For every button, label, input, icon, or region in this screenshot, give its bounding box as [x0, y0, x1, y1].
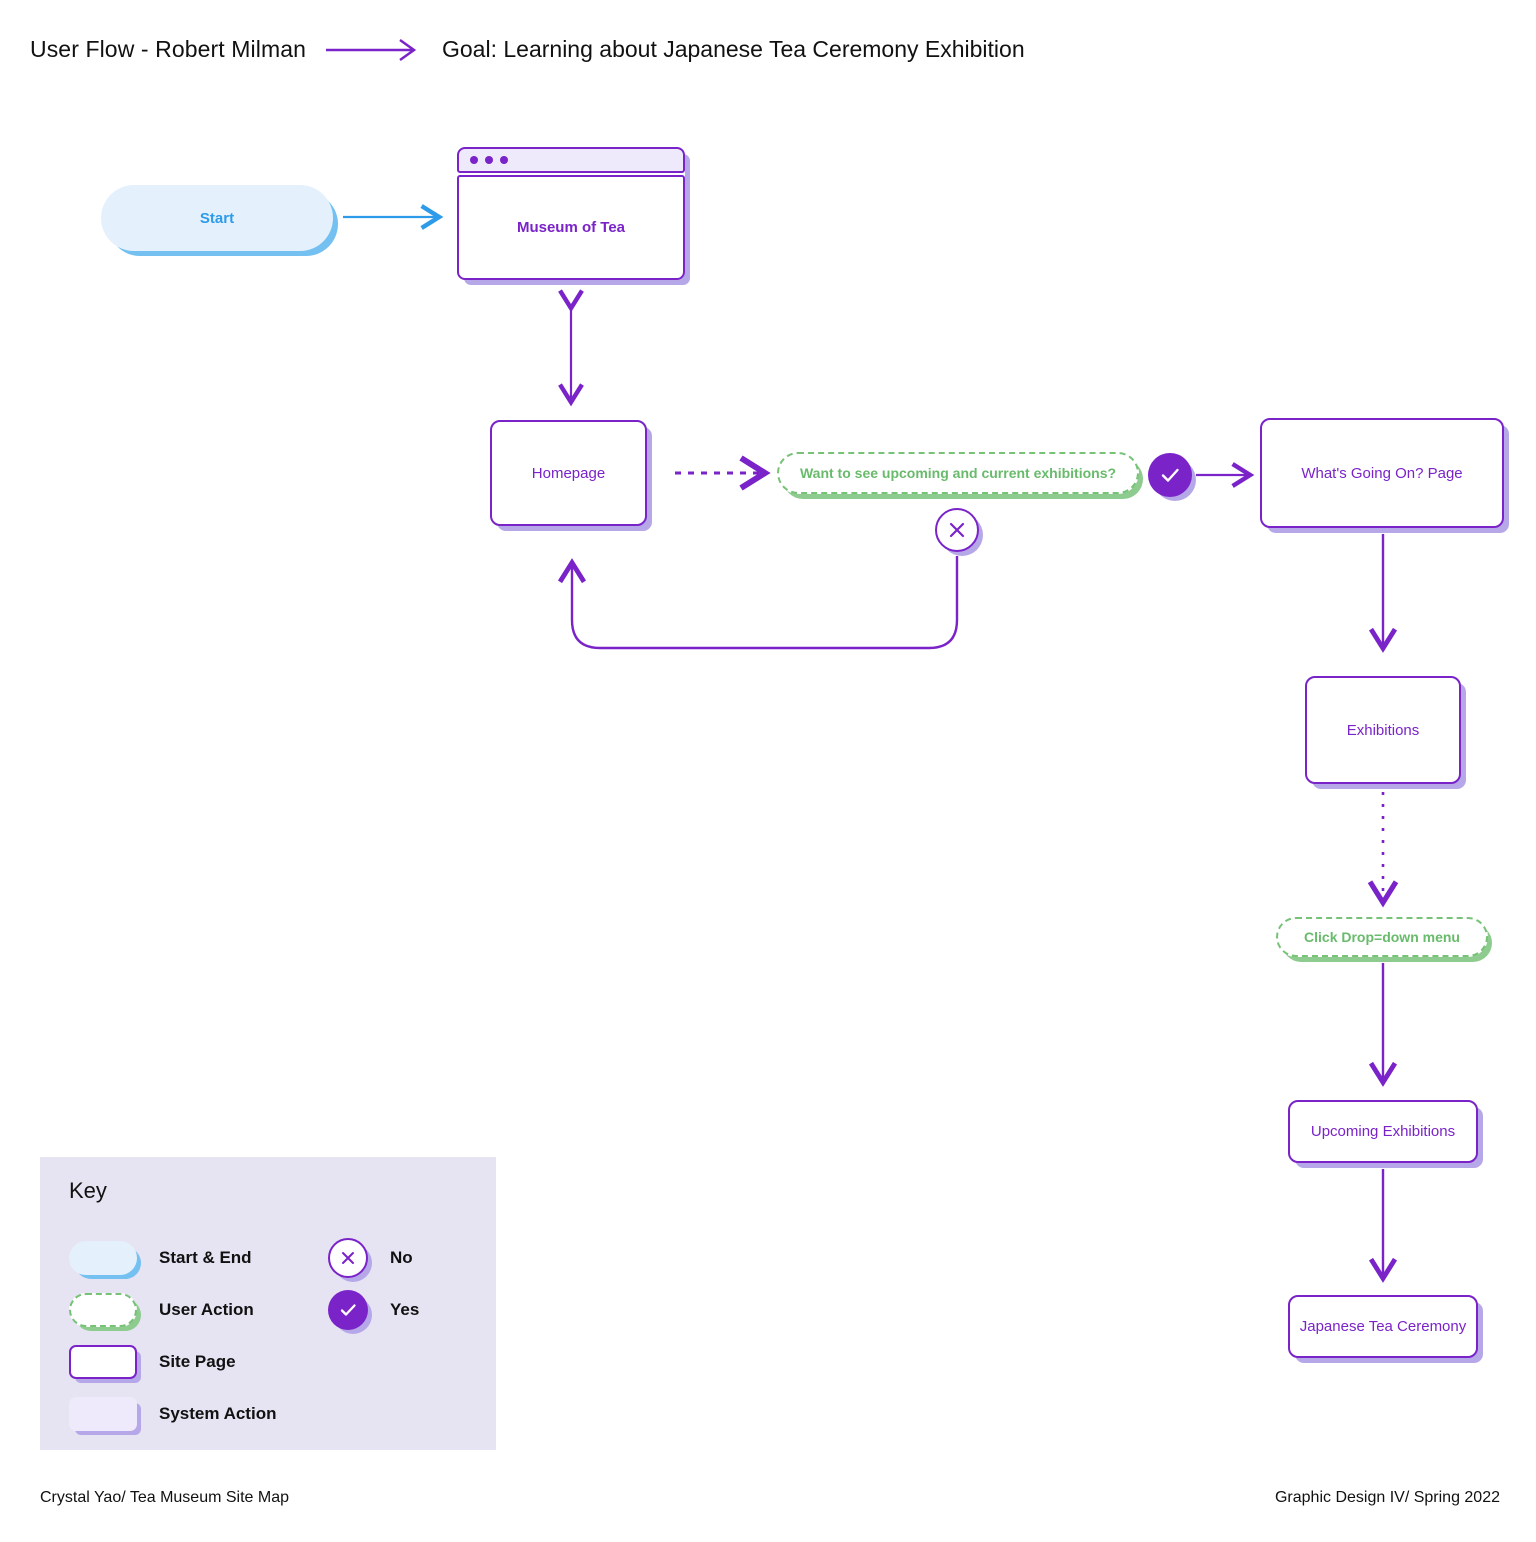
key-label-site-page: Site Page [159, 1352, 236, 1371]
node-upcoming-exhibitions-label: Upcoming Exhibitions [1310, 1123, 1456, 1140]
arrow-right-icon [326, 38, 417, 61]
diagram-header: User Flow - Robert Milman Goal: Learning… [30, 36, 1025, 63]
footer-right-text: Graphic Design IV/ Spring 2022 [1274, 1489, 1500, 1506]
x-icon [949, 522, 965, 538]
node-click-dropdown-label: Click Drop=down menu [1304, 929, 1460, 945]
check-icon [1161, 468, 1179, 482]
page-title: User Flow - Robert Milman [30, 36, 306, 62]
user-action-swatch [69, 1293, 137, 1327]
node-museum-of-tea-window[interactable]: Museum of Tea [457, 147, 685, 280]
site-page-swatch [69, 1345, 137, 1379]
node-click-dropdown[interactable]: Click Drop=down menu [1276, 917, 1488, 957]
system-action-swatch [69, 1397, 137, 1431]
key-row-system-action: System Action [69, 1388, 276, 1440]
browser-dot-icon [500, 156, 508, 164]
key-label-system-action: System Action [159, 1404, 277, 1423]
x-icon [342, 1252, 354, 1264]
connector-no-loopback [557, 556, 959, 650]
browser-dot-icon [485, 156, 493, 164]
goal-text: Goal: Learning about Japanese Tea Ceremo… [442, 36, 1025, 62]
footer-left-text: Crystal Yao/ Tea Museum Site Map [40, 1489, 289, 1506]
browser-content: Museum of Tea [457, 175, 685, 280]
browser-title-bar [457, 147, 685, 173]
key-label-start-end: Start & End [159, 1248, 252, 1267]
key-shapes-column: Start & End User Action Site Page System… [69, 1232, 276, 1440]
key-row-yes: Yes [328, 1284, 419, 1336]
decision-yes-badge[interactable] [1148, 453, 1192, 497]
check-icon [340, 1304, 356, 1316]
node-exhibitions[interactable]: Exhibitions [1305, 676, 1461, 784]
key-no-badge [328, 1238, 368, 1278]
node-exhibitions-label: Exhibitions [1346, 721, 1420, 739]
key-label-user-action: User Action [159, 1300, 254, 1319]
key-yes-badge [328, 1290, 368, 1330]
key-row-site-page: Site Page [69, 1336, 276, 1388]
node-homepage[interactable]: Homepage [490, 420, 647, 526]
node-japanese-tea-ceremony[interactable]: Japanese Tea Ceremony [1288, 1295, 1478, 1358]
key-decisions-column: No Yes [328, 1232, 419, 1336]
node-whats-going-on-page[interactable]: What's Going On? Page [1260, 418, 1504, 528]
node-museum-label: Museum of Tea [516, 219, 626, 236]
node-question-exhibitions[interactable]: Want to see upcoming and current exhibit… [777, 452, 1139, 494]
browser-dot-icon [470, 156, 478, 164]
node-question-exhibitions-label: Want to see upcoming and current exhibit… [799, 465, 1117, 481]
key-row-no: No [328, 1232, 419, 1284]
key-row-start-end: Start & End [69, 1232, 276, 1284]
key-title: Key [69, 1178, 107, 1203]
node-upcoming-exhibitions[interactable]: Upcoming Exhibitions [1288, 1100, 1478, 1163]
key-label-yes: Yes [390, 1300, 420, 1319]
node-start-label: Start [199, 209, 235, 227]
node-whats-going-on-label: What's Going On? Page [1301, 464, 1463, 482]
node-homepage-label: Homepage [531, 464, 606, 482]
node-japanese-tea-ceremony-label: Japanese Tea Ceremony [1299, 1318, 1467, 1335]
node-start[interactable]: Start [101, 185, 333, 251]
key-panel: Key Start & End User Action Site Page Sy… [40, 1157, 496, 1450]
key-row-user-action: User Action [69, 1284, 276, 1336]
decision-no-badge[interactable] [935, 508, 979, 552]
start-end-swatch [69, 1241, 137, 1275]
key-label-no: No [390, 1248, 413, 1267]
